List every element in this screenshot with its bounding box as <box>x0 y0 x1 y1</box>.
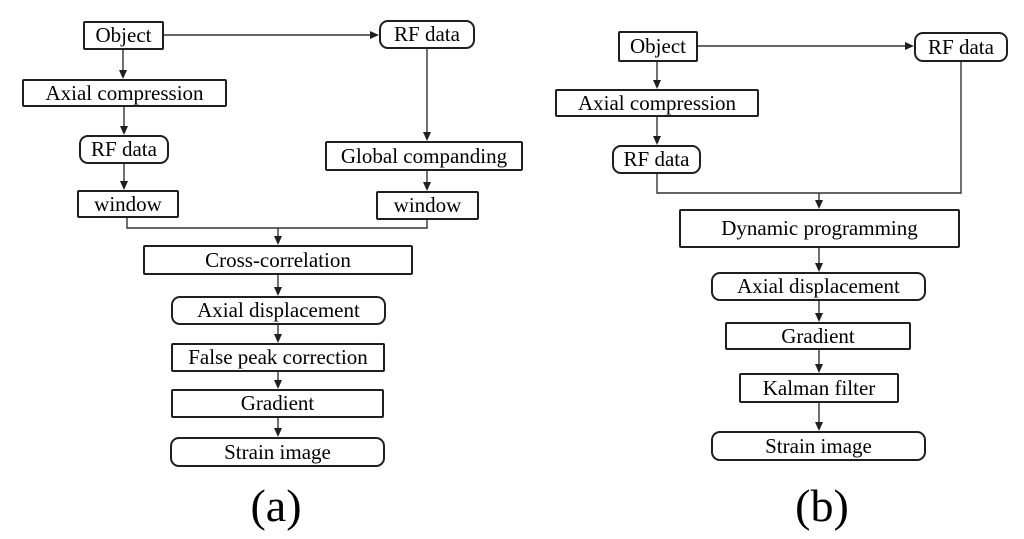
flowchart-b-node-strain-image: Strain image <box>711 431 926 461</box>
panel-b-label: (b) <box>795 480 849 531</box>
flowchart-a-node-global-companding: Global companding <box>325 141 523 171</box>
flowchart-b-node-kalman-filter: Kalman filter <box>739 373 899 403</box>
flowchart-b-node-axial-displacement: Axial displacement <box>711 272 926 301</box>
flowchart-b-node-rf-data-right: RF data <box>914 32 1008 62</box>
flowchart-a-node-window-right: window <box>376 191 479 220</box>
flowchart-a-node-window-left: window <box>77 190 179 218</box>
flowchart-a-node-strain-image: Strain image <box>170 437 385 467</box>
flowchart-a-node-gradient: Gradient <box>171 389 384 418</box>
flowchart-b-node-axial-compression: Axial compression <box>555 89 759 117</box>
flowchart-b-node-gradient: Gradient <box>725 322 911 350</box>
flowchart-a-node-false-peak-correction: False peak correction <box>171 343 385 372</box>
flowchart-a-node-cross-correlation: Cross-correlation <box>143 245 413 275</box>
flowchart-b-node-rf-data-left: RF data <box>612 145 701 174</box>
flowchart-b-node-dynamic-programming: Dynamic programming <box>679 209 960 248</box>
flowchart-b-node-object: Object <box>618 31 698 62</box>
arrowheads <box>119 31 914 437</box>
flowchart-a-node-axial-compression: Axial compression <box>22 79 227 107</box>
panel-a-label: (a) <box>250 480 302 531</box>
flowchart-a-node-object: Object <box>83 21 164 50</box>
flowchart-a-node-axial-displacement: Axial displacement <box>171 296 386 325</box>
flowchart-a-node-rf-data-left: RF data <box>79 135 169 164</box>
flowchart-a-node-rf-data-right: RF data <box>379 20 475 49</box>
